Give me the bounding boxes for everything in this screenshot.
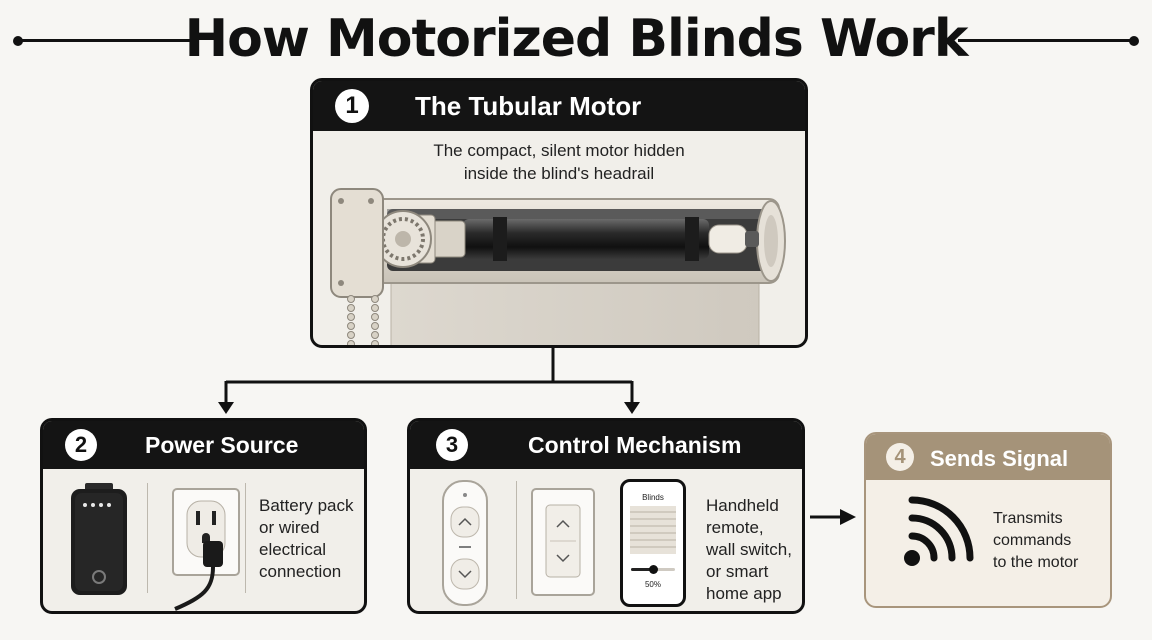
app-level-value: 50% [644, 580, 661, 589]
step-2-divider-2 [245, 483, 246, 593]
battery-pack-icon [71, 483, 127, 595]
step-4-number: 4 [886, 443, 914, 471]
title-rule-left [18, 39, 194, 42]
step-3-header: 3 Control Mechanism [410, 421, 802, 469]
step-1-number: 1 [335, 89, 369, 123]
step-4-header: 4 Sends Signal [866, 434, 1110, 480]
step-4-card: 4 Sends Signal Transmits commands to the… [864, 432, 1112, 608]
smartphone-app-icon: Blinds 50% [620, 479, 686, 607]
step-2-card: 2 Power Source Battery pack or wired ele… [40, 418, 367, 614]
wall-switch-icon [531, 488, 595, 596]
remote-control-icon [442, 480, 488, 606]
step-3-number: 3 [436, 429, 468, 461]
page-title: How Motorized Blinds Work [184, 9, 969, 69]
step-2-title: Power Source [145, 432, 299, 458]
step-4-description: Transmits commands to the motor [993, 510, 1079, 571]
step-3-title: Control Mechanism [528, 432, 742, 458]
tubular-motor-illustration [330, 188, 786, 345]
step-2-number: 2 [65, 429, 97, 461]
step-1-card: 1 The Tubular Motor The compact, silent … [310, 78, 808, 348]
step-3-card: 3 Control Mechanism Blinds [407, 418, 805, 614]
step-3-divider-1 [516, 481, 517, 599]
step-1-title: The Tubular Motor [415, 91, 642, 121]
step-1-description: The compact, silent motor hidden inside … [433, 141, 685, 183]
step-3-description: Handheld remote, wall switch, or smart h… [706, 496, 792, 603]
app-title: Blinds [642, 493, 664, 502]
step-4-title: Sends Signal [930, 446, 1069, 471]
step-2-description: Battery pack or wired electrical connect… [259, 496, 354, 581]
title-rule-right [958, 39, 1134, 42]
step-2-header: 2 Power Source [43, 421, 364, 469]
app-level-slider[interactable] [631, 565, 675, 574]
step-1-header: 1 The Tubular Motor [313, 81, 805, 131]
app-blind-preview [630, 506, 676, 554]
wireless-signal-icon [904, 496, 974, 566]
step-2-divider-1 [147, 483, 148, 593]
title-rule-right-dot [1129, 36, 1139, 46]
wall-outlet-icon [172, 488, 240, 611]
app-level-slider-fill [631, 568, 653, 571]
app-level-slider-knob[interactable] [648, 565, 658, 574]
